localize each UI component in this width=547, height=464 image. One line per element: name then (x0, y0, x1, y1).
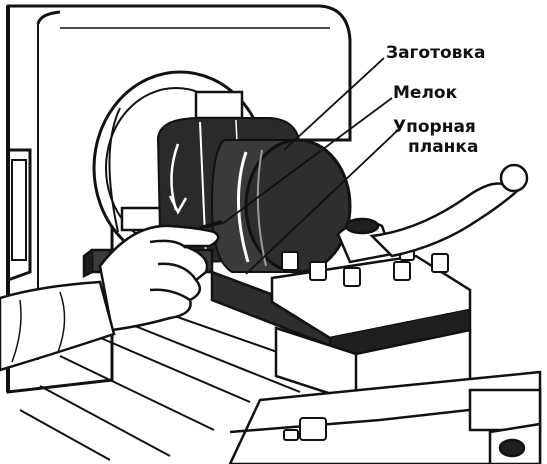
callout-leaders (221, 57, 399, 275)
sleeve (0, 280, 116, 372)
tool-post (228, 254, 542, 464)
label-workpiece: Заготовка (386, 43, 486, 63)
workpiece-cylinder (210, 138, 352, 274)
label-tool-rest-line2: планка (408, 137, 479, 157)
label-chalk: Мелок (393, 83, 458, 103)
hand (98, 220, 223, 332)
clamp-handle (336, 163, 529, 264)
label-tool-rest-line1: Упорная (393, 117, 476, 137)
